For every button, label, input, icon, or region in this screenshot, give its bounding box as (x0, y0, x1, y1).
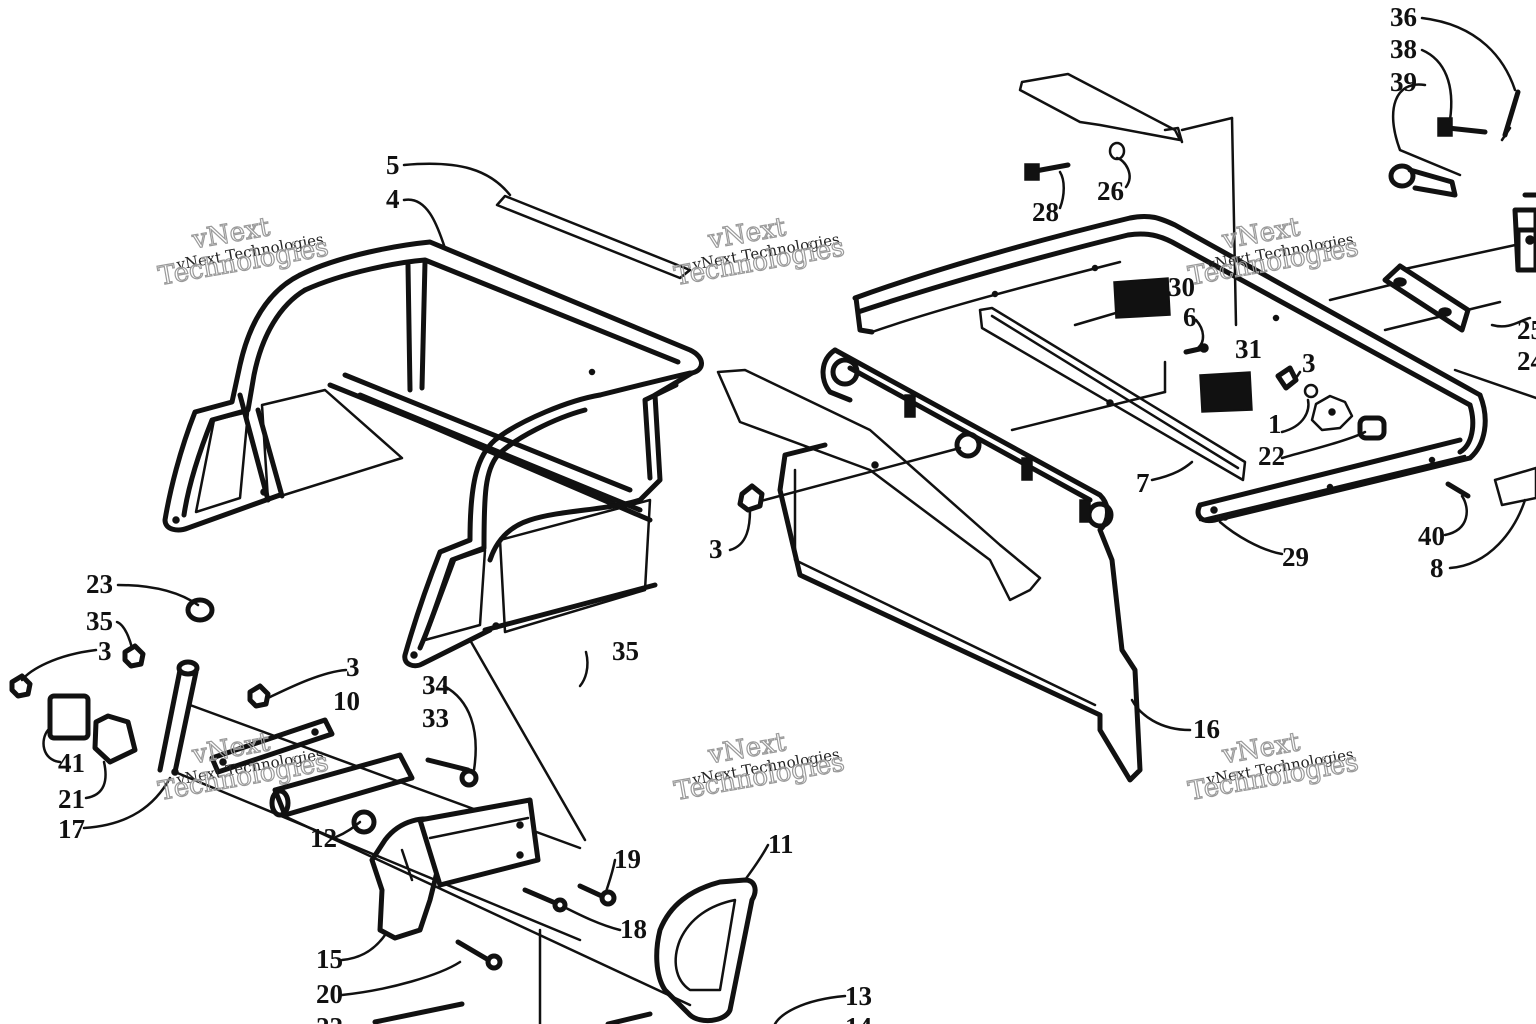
callout-31: 31 (1235, 334, 1262, 364)
watermark-top-left: vNext vNext Technologies Technologies (155, 212, 331, 293)
part-23-cap (185, 597, 215, 623)
part-30-plate (1113, 277, 1171, 319)
callout-3-center: 3 (346, 652, 360, 682)
callout-38: 38 (1390, 34, 1417, 64)
callout-35-left: 35 (86, 606, 113, 636)
callout-34: 34 (422, 670, 449, 700)
callout-28: 28 (1032, 197, 1059, 227)
part-16-side-panel (716, 347, 1143, 783)
part-11-handle (654, 877, 758, 1024)
part-5-strip (495, 194, 692, 280)
part-15-hitch-bracket (351, 757, 541, 941)
callout-4: 4 (386, 184, 400, 214)
watermark-top-center: vNext vNext Technologies Technologies (671, 212, 847, 293)
callout-3-mid: 3 (709, 534, 723, 564)
part-4-rack-frame (162, 239, 704, 669)
callout-8: 8 (1430, 553, 1444, 583)
callout-3-left: 3 (98, 636, 112, 666)
callout-33: 33 (422, 703, 449, 733)
callout-29: 29 (1282, 542, 1309, 572)
callout-35-center: 35 (612, 636, 639, 666)
callout-15: 15 (316, 944, 343, 974)
callout-30: 30 (1168, 272, 1195, 302)
part-25-plate (1382, 263, 1471, 333)
callout-36: 36 (1390, 2, 1417, 32)
part-31-plate (1199, 371, 1253, 413)
callout-12: 12 (310, 823, 337, 853)
callout-23: 23 (86, 569, 113, 599)
callout-7: 7 (1136, 468, 1150, 498)
callout-1: 1 (1268, 409, 1282, 439)
part-3-nut-lower (737, 483, 765, 513)
small-hardware-left (9, 643, 271, 765)
watermark-bottom-center: vNext vNext Technologies Technologies (671, 727, 847, 808)
callout-10: 10 (333, 686, 360, 716)
callout-6: 6 (1183, 302, 1197, 332)
callout-18: 18 (620, 914, 647, 944)
callout-19: 19 (614, 844, 641, 874)
callout-20: 20 (316, 979, 343, 1009)
callout-3-right: 3 (1302, 348, 1316, 378)
callout-5: 5 (386, 150, 400, 180)
callout-22-bottom: 22 (316, 1012, 343, 1024)
hardware-cluster-top-right (1388, 89, 1536, 273)
callout-22-right: 22 (1258, 441, 1285, 471)
callout-labels: 36 38 39 5 4 26 28 30 6 31 3 1 22 25 24 … (58, 2, 1536, 1024)
leader-lines (20, 16, 1532, 1024)
bottom-partial-parts (372, 1001, 653, 1024)
callout-41: 41 (58, 748, 85, 778)
callout-26: 26 (1097, 176, 1124, 206)
callout-14: 14 (845, 1012, 872, 1024)
callout-24: 24 (1517, 346, 1536, 376)
callout-25: 25 (1517, 315, 1536, 345)
callout-17: 17 (58, 814, 85, 844)
part-10-brace (209, 717, 335, 775)
callout-11: 11 (768, 829, 794, 859)
callout-21: 21 (58, 784, 85, 814)
callout-16: 16 (1193, 714, 1220, 744)
part-17-post (157, 659, 200, 776)
callout-39: 39 (1390, 67, 1417, 97)
callout-13: 13 (845, 981, 872, 1011)
callout-40: 40 (1418, 521, 1445, 551)
bolts-18-19-20 (455, 883, 617, 971)
hardware-cluster-right (1183, 343, 1471, 499)
